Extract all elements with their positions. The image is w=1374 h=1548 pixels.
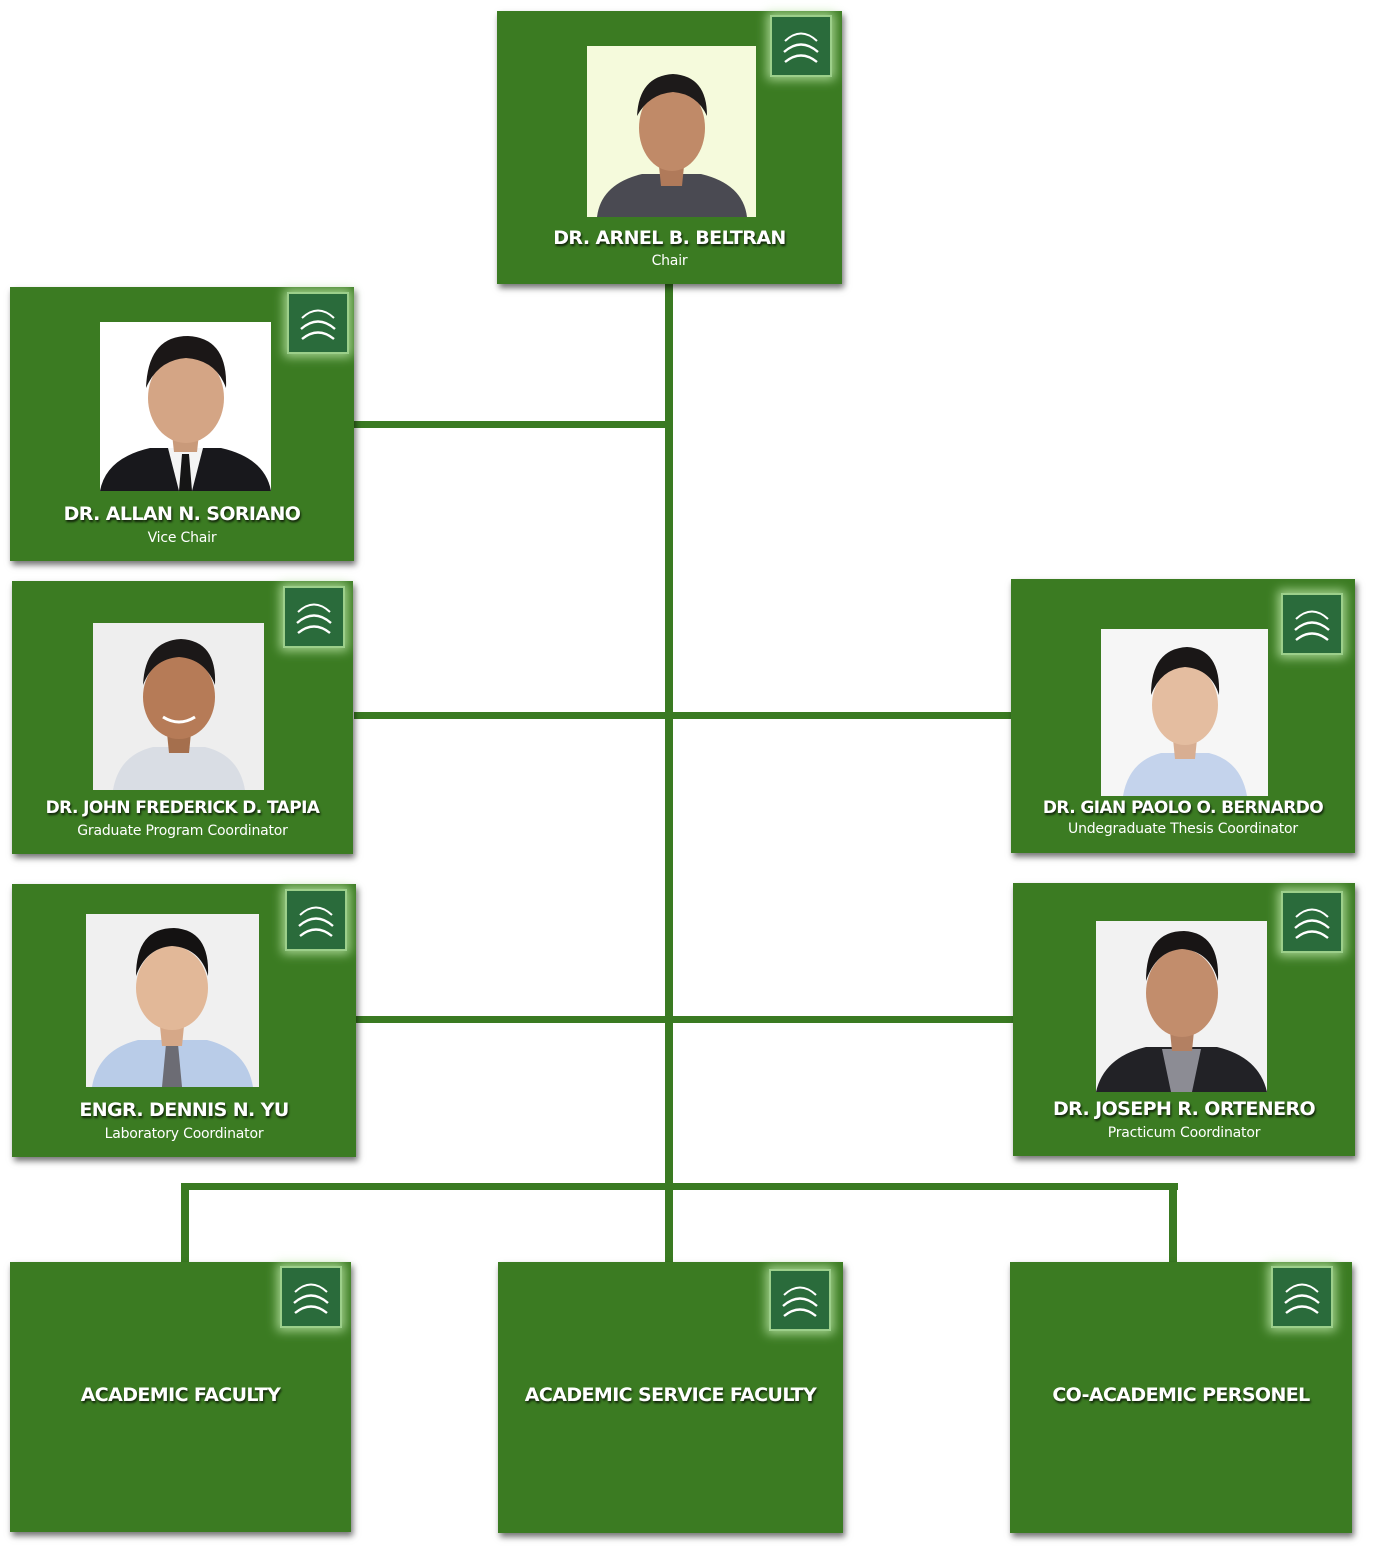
arches-icon <box>293 1283 329 1314</box>
thesis-coordinator-photo <box>1101 629 1268 796</box>
connector-group-right-drop <box>1169 1186 1177 1262</box>
vice-chair-card: DR. ALLAN N. SORIANO Vice Chair <box>10 287 354 561</box>
vice-chair-name: DR. ALLAN N. SORIANO <box>63 503 301 525</box>
connector-row-2 <box>354 712 1012 719</box>
university-logo-icon <box>1271 1266 1333 1328</box>
connector-trunk <box>665 284 673 1262</box>
graduate-coordinator-role: Graduate Program Coordinator <box>77 823 288 839</box>
laboratory-coordinator-role: Laboratory Coordinator <box>104 1126 264 1142</box>
chair-photo <box>587 46 756 217</box>
graduate-coordinator-name: DR. JOHN FREDERICK D. TAPIA <box>45 798 320 818</box>
university-logo-icon <box>770 15 832 77</box>
chair-card: DR. ARNEL B. BELTRAN Chair <box>497 11 842 284</box>
person-portrait-icon <box>1096 931 1267 1092</box>
practicum-coordinator-photo <box>1096 921 1267 1092</box>
practicum-coordinator-role: Practicum Coordinator <box>1107 1125 1261 1141</box>
laboratory-coordinator-card: ENGR. DENNIS N. YU Laboratory Coordinato… <box>12 884 356 1157</box>
thesis-coordinator-role: Undegraduate Thesis Coordinator <box>1068 821 1298 837</box>
university-logo-icon <box>287 292 349 354</box>
connector-vice-chair <box>354 421 669 428</box>
arches-icon <box>300 309 336 340</box>
connector-groups-bar <box>181 1183 1178 1190</box>
university-logo-icon <box>285 889 347 951</box>
vice-chair-role: Vice Chair <box>147 530 217 546</box>
connector-group-left-drop <box>181 1183 189 1262</box>
co-academic-personel-card: CO-ACADEMIC PERSONEL <box>1010 1262 1352 1533</box>
laboratory-coordinator-name: ENGR. DENNIS N. YU <box>79 1099 289 1121</box>
arches-icon <box>296 603 332 634</box>
connector-row-3 <box>356 1016 1013 1023</box>
arches-icon <box>298 906 334 937</box>
arches-icon <box>782 1286 818 1317</box>
person-portrait-icon <box>1123 647 1247 796</box>
graduate-coordinator-card: DR. JOHN FREDERICK D. TAPIA Graduate Pro… <box>12 581 353 854</box>
practicum-coordinator-card: DR. JOSEPH R. ORTENERO Practicum Coordin… <box>1013 883 1355 1156</box>
person-portrait-icon <box>113 639 245 790</box>
arches-icon <box>1294 908 1330 939</box>
university-logo-icon <box>1281 891 1343 953</box>
university-logo-icon <box>283 586 345 648</box>
laboratory-coordinator-photo <box>86 914 259 1087</box>
university-logo-icon <box>1281 593 1343 655</box>
chair-role: Chair <box>651 253 688 269</box>
academic-service-faculty-card: ACADEMIC SERVICE FACULTY <box>498 1262 843 1533</box>
vice-chair-photo <box>100 322 271 491</box>
co-academic-personel-label: CO-ACADEMIC PERSONEL <box>1052 1384 1310 1406</box>
arches-icon <box>1294 610 1330 641</box>
university-logo-icon <box>280 1266 342 1328</box>
arches-icon <box>783 32 819 63</box>
thesis-coordinator-card: DR. GIAN PAOLO O. BERNARDO Undegraduate … <box>1011 579 1355 853</box>
arches-icon <box>1284 1283 1320 1314</box>
academic-faculty-card: ACADEMIC FACULTY <box>10 1262 351 1532</box>
person-portrait-icon <box>597 74 747 217</box>
chair-name: DR. ARNEL B. BELTRAN <box>553 227 786 249</box>
university-logo-icon <box>769 1269 831 1331</box>
practicum-coordinator-name: DR. JOSEPH R. ORTENERO <box>1052 1098 1316 1120</box>
person-portrait-icon <box>100 336 271 491</box>
graduate-coordinator-photo <box>93 623 264 790</box>
person-portrait-icon <box>92 928 253 1087</box>
academic-service-faculty-label: ACADEMIC SERVICE FACULTY <box>524 1384 817 1406</box>
thesis-coordinator-name: DR. GIAN PAOLO O. BERNARDO <box>1042 798 1324 818</box>
academic-faculty-label: ACADEMIC FACULTY <box>80 1384 281 1406</box>
